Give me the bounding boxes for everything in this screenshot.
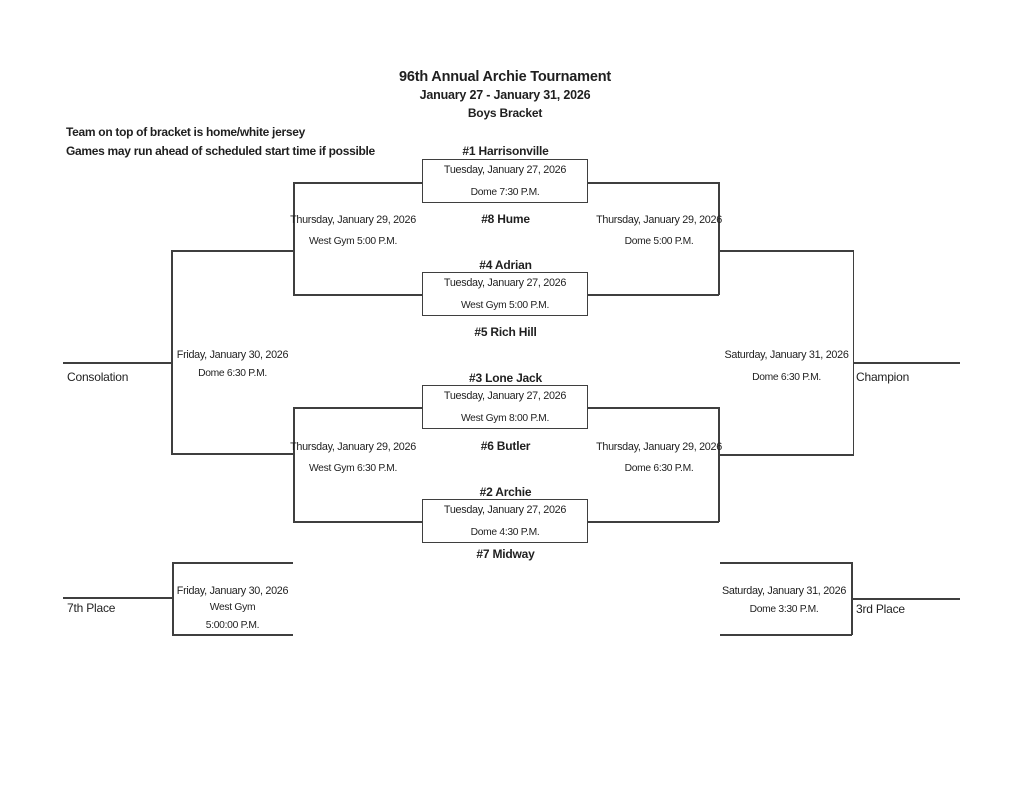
consolation-semi1-venue: West Gym 5:00 P.M.	[308, 236, 398, 247]
connector-line	[171, 250, 294, 252]
connector-line	[588, 182, 719, 184]
game4-box: Tuesday, January 27, 2026 Dome 4:30 P.M.	[422, 499, 588, 543]
seventh-place-label: 7th Place	[67, 601, 116, 615]
connector-line	[171, 250, 173, 454]
game1-bottom-team: #8 Hume	[481, 212, 530, 226]
game1-venue: Dome 7:30 P.M.	[470, 187, 540, 198]
note-jersey: Team on top of bracket is home/white jer…	[66, 125, 305, 139]
game1-top-team: #1 Harrisonville	[462, 144, 549, 158]
game2-venue: West Gym 5:00 P.M.	[460, 300, 550, 311]
championship-semi2-date: Thursday, January 29, 2026	[596, 441, 722, 453]
consolation-winner-line	[63, 362, 171, 364]
game4-bottom-team: #7 Midway	[476, 547, 535, 561]
champion-final-venue: Dome 6:30 P.M.	[752, 372, 821, 383]
connector-line	[718, 454, 854, 456]
game3-top-team: #3 Lone Jack	[469, 371, 542, 385]
connector-line	[172, 562, 293, 564]
game2-bottom-team: #5 Rich Hill	[474, 325, 537, 339]
champion-final-date: Saturday, January 31, 2026	[724, 349, 849, 361]
game2-date: Tuesday, January 27, 2026	[443, 277, 567, 289]
seventh-place-venue: West Gym	[209, 602, 256, 613]
game4-venue: Dome 4:30 P.M.	[470, 527, 540, 538]
seventh-place-line	[63, 597, 172, 599]
third-place-label: 3rd Place	[856, 602, 905, 616]
consolation-label: Consolation	[67, 370, 129, 384]
champion-label: Champion	[856, 370, 910, 384]
seventh-place-date: Friday, January 30, 2026	[176, 585, 289, 597]
game1-box: Tuesday, January 27, 2026 Dome 7:30 P.M.	[422, 159, 588, 203]
consolation-final-venue: Dome 6:30 P.M.	[198, 368, 267, 379]
third-place-line	[852, 598, 960, 600]
game2-top-team: #4 Adrian	[479, 258, 532, 272]
third-place-date: Saturday, January 31, 2026	[721, 585, 847, 597]
consolation-semi1-date: Thursday, January 29, 2026	[290, 214, 416, 226]
consolation-semi2-date: Thursday, January 29, 2026	[290, 441, 416, 453]
championship-semi1-venue: Dome 5:00 P.M.	[624, 236, 694, 247]
game1-date: Tuesday, January 27, 2026	[443, 164, 567, 176]
connector-line	[851, 562, 853, 635]
connector-line	[293, 407, 295, 522]
championship-semi2-venue: Dome 6:30 P.M.	[624, 463, 694, 474]
champion-winner-line	[853, 362, 960, 364]
connector-line	[293, 294, 423, 296]
connector-line	[588, 521, 719, 523]
tournament-title: 96th Annual Archie Tournament	[399, 69, 611, 85]
game4-date: Tuesday, January 27, 2026	[443, 504, 567, 516]
game3-venue: West Gym 8:00 P.M.	[460, 413, 550, 424]
connector-line	[720, 562, 852, 564]
game4-top-team: #2 Archie	[479, 485, 532, 499]
connector-line	[171, 453, 294, 455]
tournament-dates: January 27 - January 31, 2026	[419, 88, 591, 102]
connector-line	[172, 634, 293, 636]
connector-line	[588, 294, 719, 296]
connector-line	[720, 634, 852, 636]
game3-date: Tuesday, January 27, 2026	[443, 390, 567, 402]
connector-line	[293, 407, 423, 409]
connector-line	[718, 407, 720, 522]
game3-bottom-team: #6 Butler	[480, 439, 531, 453]
connector-line	[852, 250, 854, 455]
game3-box: Tuesday, January 27, 2026 West Gym 8:00 …	[422, 385, 588, 429]
note-schedule: Games may run ahead of scheduled start t…	[66, 144, 375, 158]
connector-line	[588, 407, 719, 409]
connector-line	[293, 182, 295, 295]
connector-line	[172, 562, 174, 635]
consolation-final-date: Friday, January 30, 2026	[176, 349, 289, 361]
connector-line	[293, 182, 423, 184]
game2-box: Tuesday, January 27, 2026 West Gym 5:00 …	[422, 272, 588, 316]
seventh-place-time: 5:00:00 P.M.	[205, 620, 260, 631]
connector-line	[718, 250, 854, 252]
connector-line	[718, 182, 720, 295]
third-place-venue: Dome 3:30 P.M.	[749, 604, 819, 615]
consolation-semi2-venue: West Gym 6:30 P.M.	[308, 463, 398, 474]
bracket-type-label: Boys Bracket	[467, 106, 543, 120]
connector-line	[293, 521, 423, 523]
championship-semi1-date: Thursday, January 29, 2026	[596, 214, 722, 226]
